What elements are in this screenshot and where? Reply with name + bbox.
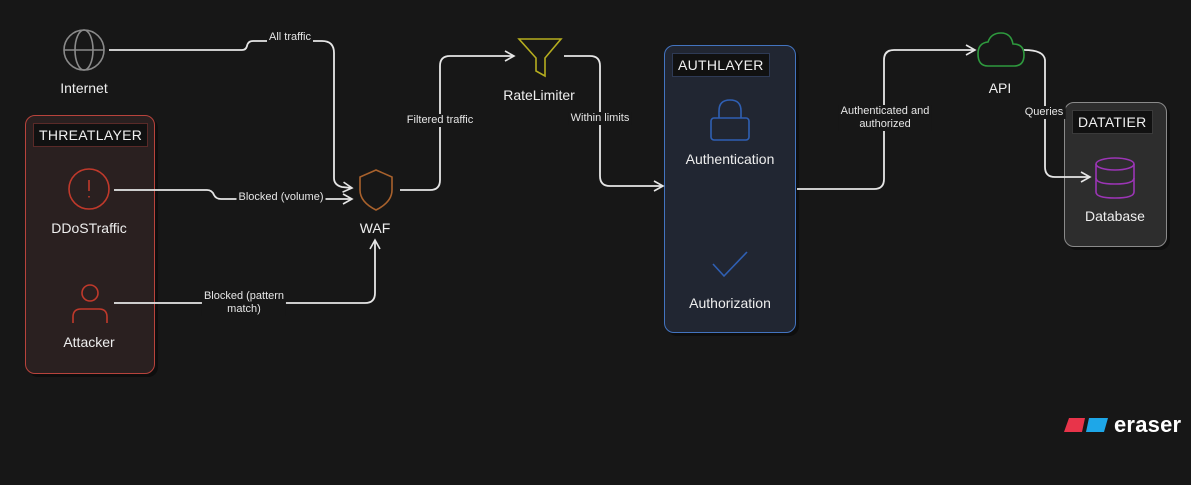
alert-circle-icon[interactable] [67, 167, 111, 211]
node-label-attacker: Attacker [63, 334, 115, 350]
node-label-internet: Internet [60, 80, 108, 96]
node-label-ratelimiter: RateLimiter [503, 87, 575, 103]
edge-label-blocked-volume: Blocked (volume) [236, 191, 326, 204]
group-label-datatier: DATATIER [1072, 110, 1153, 134]
edge-label-queries: Queries [1022, 106, 1066, 119]
user-icon[interactable] [70, 283, 110, 325]
edge-label-all-traffic: All traffic [267, 31, 313, 44]
filter-icon[interactable] [517, 36, 563, 78]
eraser-logo: eraser [1064, 412, 1181, 438]
edge-label-blocked-pattern-line1: Blocked (pattern [203, 290, 285, 302]
edge-label-within-limits: Within limits [568, 112, 632, 125]
database-icon[interactable] [1094, 156, 1136, 200]
edge-label-authenticated-line2: authorized [859, 118, 911, 130]
shield-icon[interactable] [358, 168, 394, 212]
globe-icon[interactable] [62, 28, 106, 72]
edge-internet-waf[interactable] [109, 40, 354, 193]
edge-ddos-waf[interactable] [114, 189, 354, 205]
node-label-api: API [988, 80, 1012, 96]
cloud-icon[interactable] [976, 31, 1026, 69]
check-icon[interactable] [710, 250, 750, 280]
group-threatlayer[interactable]: THREATLAYER [25, 115, 155, 374]
group-label-authlayer: AUTHLAYER [672, 53, 770, 77]
edge-label-authenticated: Authenticated and authorized [838, 105, 932, 131]
edge-attacker-waf[interactable] [114, 238, 381, 304]
edge-label-filtered-traffic: Filtered traffic [404, 114, 476, 127]
group-label-threatlayer: THREATLAYER [33, 123, 149, 147]
node-label-database: Database [1085, 208, 1145, 224]
edge-label-authenticated-line1: Authenticated and [840, 105, 930, 117]
lock-icon[interactable] [709, 98, 751, 142]
node-label-authorization: Authorization [689, 295, 771, 311]
eraser-logo-text: eraser [1114, 412, 1182, 437]
edge-api-database[interactable] [1023, 49, 1092, 183]
eraser-logo-mark-icon [1064, 418, 1108, 432]
node-label-ddostraffic: DDoSTraffic [51, 220, 127, 236]
node-label-waf: WAF [359, 220, 391, 236]
edge-label-blocked-pattern-line2: match) [227, 303, 261, 315]
node-label-authentication: Authentication [685, 151, 775, 167]
edge-label-blocked-pattern: Blocked (pattern match) [201, 290, 287, 316]
group-authlayer[interactable]: AUTHLAYER [664, 45, 796, 333]
